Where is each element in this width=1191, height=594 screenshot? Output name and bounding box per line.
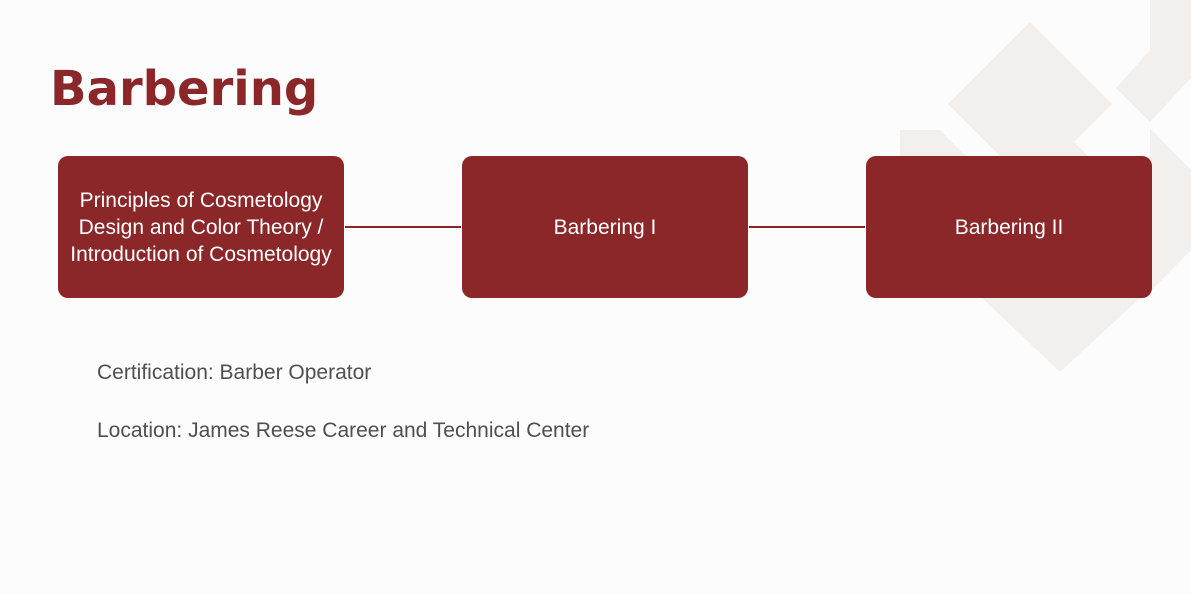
certification-text: Certification: Barber Operator xyxy=(97,361,372,384)
location-text: Location: James Reese Career and Technic… xyxy=(97,419,590,442)
page-title: Barbering xyxy=(50,61,319,117)
course-box-barbering-ii: Barbering II xyxy=(866,156,1152,298)
course-box-cosmetology-principles: Principles of Cosmetology Design and Col… xyxy=(58,156,344,298)
course-label: Barbering I xyxy=(553,215,657,239)
course-box-barbering-i: Barbering I xyxy=(462,156,748,298)
connector-line xyxy=(345,226,461,228)
course-label: Principles of Cosmetology Design and Col… xyxy=(70,188,332,266)
connector-line xyxy=(749,226,865,228)
course-label: Barbering II xyxy=(954,215,1064,239)
